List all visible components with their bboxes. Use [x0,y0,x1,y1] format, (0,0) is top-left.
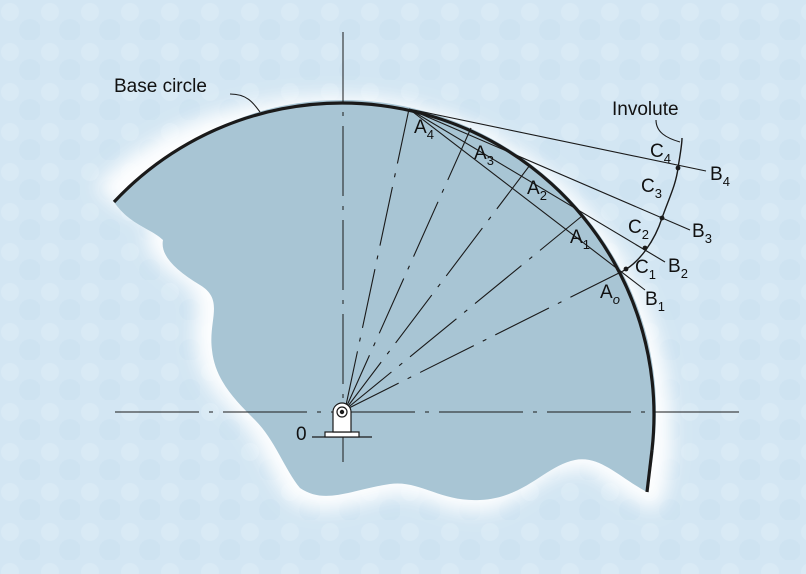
label-a4: A4 [414,117,434,142]
involute-leader [655,119,681,143]
tangent-line-a4b4 [408,108,707,172]
label-a1: A1 [570,227,590,252]
point-c4 [675,165,681,171]
origin-label: 0 [296,424,307,445]
label-c4: C4 [650,141,671,166]
tangent-line-a1b1 [408,108,646,291]
tangent-line-a3b3 [408,108,691,231]
base-disc [114,100,656,501]
involute-points [623,165,681,272]
label-c3: C3 [641,176,662,201]
tangent-line-a2b2 [408,108,666,263]
label-a3: A3 [474,143,494,168]
pivot-bearing [312,402,372,438]
radial-line-a2 [344,164,531,411]
point-c2 [642,245,648,251]
involute-curve [622,137,683,272]
bearing-base [324,431,360,438]
label-b1: B1 [645,289,665,314]
base-circle-arc-lower [645,449,654,493]
label-c2: C2 [628,217,649,242]
radial-line-ao [344,270,624,411]
label-ao: Ao [600,282,620,307]
base-circle-arc [112,101,656,451]
involute-label: Involute [612,99,679,120]
label-b4: B4 [710,164,730,189]
point-c1 [623,266,629,272]
tangent-lines [408,108,707,291]
radial-line-a3 [344,127,472,411]
radial-line-a1 [344,215,583,411]
radial-line-a4 [344,108,410,411]
base-circle-leader [229,93,261,113]
pivot-center [339,409,345,415]
label-a2: A2 [527,178,547,203]
label-b2: B2 [668,256,688,281]
label-b3: B3 [692,221,712,246]
radial-lines [344,108,624,411]
base-circle-label: Base circle [114,76,207,97]
point-c3 [659,215,665,221]
label-c1: C1 [635,257,656,282]
